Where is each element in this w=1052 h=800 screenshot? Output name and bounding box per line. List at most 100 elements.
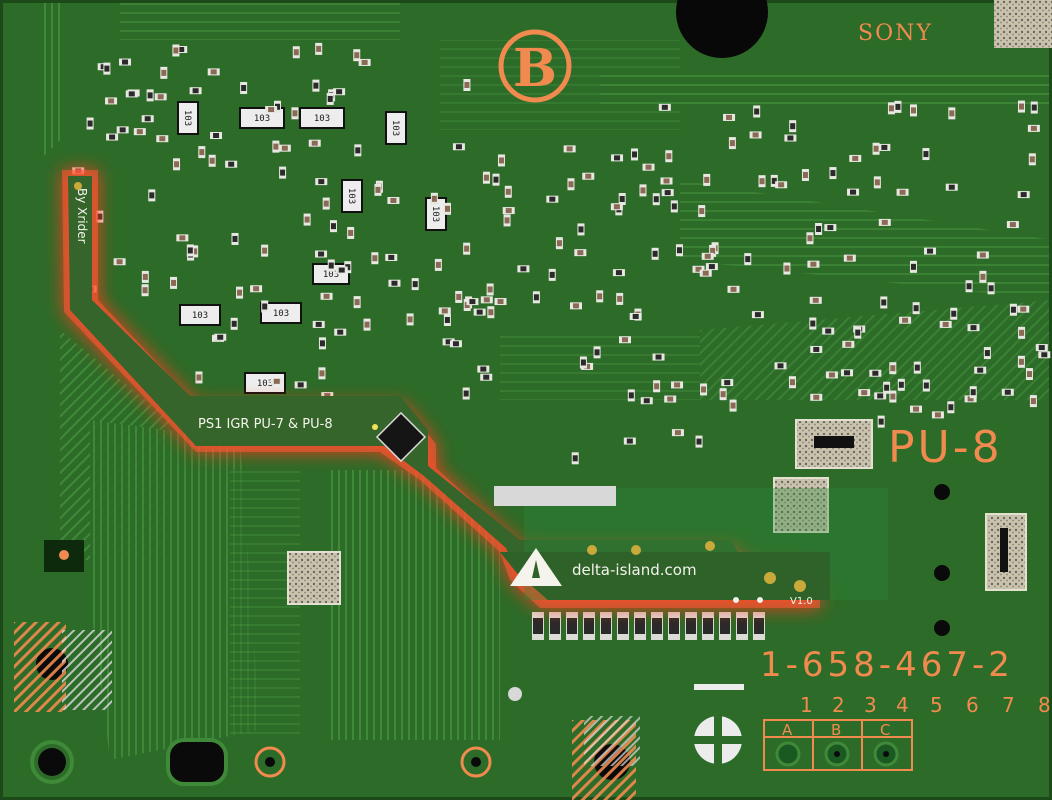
smd-part-body	[192, 88, 199, 94]
hatched-ground-zones	[14, 622, 640, 800]
smd-resistor-body	[703, 618, 713, 634]
smd-part-body	[845, 341, 852, 347]
smd-part-body	[231, 320, 237, 327]
smd-part-body	[988, 285, 994, 292]
smd-part-body	[1020, 192, 1027, 198]
smd-part-body	[632, 313, 639, 319]
smd-part-body	[142, 287, 148, 294]
smd-part-body	[1030, 125, 1037, 131]
smd-part-body	[789, 379, 795, 386]
smd-part-body	[951, 310, 957, 317]
smd-part-body	[626, 438, 633, 444]
smd-part-body	[493, 176, 499, 183]
smd-part-body	[661, 104, 668, 110]
smd-part-body	[914, 364, 920, 371]
smd-part-body	[666, 153, 672, 160]
smd-part-body	[292, 110, 298, 117]
smd-part-body	[1026, 371, 1032, 378]
smd-part-body	[388, 254, 395, 260]
pin-number: 2	[832, 693, 845, 717]
smd-part-body	[327, 95, 333, 102]
smd-part-body	[441, 308, 448, 314]
copper-traces	[40, 0, 1052, 760]
smd-part-body	[787, 135, 794, 141]
smd-part-body	[274, 103, 280, 110]
smd-part-body	[614, 155, 621, 161]
smd-part-body	[729, 140, 735, 147]
smd-resistor-body	[635, 618, 645, 634]
smd-part-body	[708, 264, 715, 270]
smd-part-body	[196, 374, 202, 381]
smd-part-body	[874, 179, 880, 186]
pin-number: 7	[1002, 693, 1015, 717]
smd-part-body	[391, 280, 398, 286]
smd-part-body	[846, 255, 853, 261]
smd-part-body	[585, 173, 592, 179]
jumper-label: B	[831, 721, 841, 739]
chip-marking: 103	[192, 311, 208, 321]
smd-part-body	[949, 110, 955, 117]
smd-part-body	[128, 91, 135, 97]
solder-points	[74, 182, 806, 603]
smd-part-body	[116, 259, 123, 265]
smd-part-body	[913, 406, 920, 412]
smd-part-body	[702, 270, 709, 276]
smd-part-body	[505, 208, 512, 214]
smd-resistor-body	[754, 618, 764, 634]
smd-part-body	[241, 85, 247, 92]
smd-part-body	[578, 226, 584, 233]
smd-part-body	[487, 286, 493, 293]
smd-part-body	[136, 129, 143, 135]
smd-components	[72, 42, 1051, 465]
smd-part-body	[364, 321, 370, 328]
smd-resistor-body	[737, 618, 747, 634]
smd-part-body	[213, 132, 220, 138]
flex-author-label: By Xrider	[75, 188, 89, 244]
resistor-array	[494, 470, 626, 506]
smd-part-body	[710, 247, 716, 254]
smd-part-body	[144, 116, 151, 122]
smd-part-body	[790, 123, 796, 130]
smd-part-body	[653, 196, 659, 203]
smd-part-body	[984, 350, 990, 357]
smd-part-body	[311, 140, 318, 146]
smd-part-body	[304, 216, 310, 223]
smd-part-body	[888, 105, 894, 112]
ic-chip	[375, 411, 427, 463]
smd-part-body	[844, 370, 851, 376]
smd-part-body	[355, 147, 361, 154]
pin-number: 5	[930, 693, 943, 717]
smd-part-body	[645, 164, 652, 170]
smd-part-body	[572, 455, 578, 462]
smd-part-body	[913, 305, 919, 312]
smd-part-body	[724, 380, 731, 386]
smd-part-body	[345, 264, 351, 271]
smd-part-body	[122, 59, 129, 65]
smd-part-body	[701, 386, 707, 393]
smd-part-body	[979, 252, 986, 258]
smd-part-body	[977, 367, 984, 373]
smd-part-body	[108, 98, 115, 104]
smd-part-body	[178, 47, 185, 53]
pin-number: 4	[896, 693, 909, 717]
via	[508, 687, 522, 701]
smd-resistor-body	[567, 618, 577, 634]
smd-part-body	[480, 366, 487, 372]
smd-part-body	[498, 157, 504, 164]
smd-part-body	[199, 149, 205, 156]
delta-logo-icon	[510, 548, 562, 586]
smd-part-body	[463, 390, 469, 397]
smd-part-body	[488, 309, 494, 316]
brand-logo-text: SONY	[858, 21, 933, 46]
pin-number: 1	[800, 693, 813, 717]
smd-part-body	[825, 328, 832, 334]
smd-part-body	[1030, 398, 1036, 405]
smd-part-body	[149, 192, 155, 199]
smd-resistor-body	[652, 618, 662, 634]
smd-part-body	[754, 312, 761, 318]
chip-marking: 103	[346, 188, 356, 204]
jumper-label: A	[782, 721, 793, 739]
smd-part-body	[174, 161, 180, 168]
smd-part-body	[676, 247, 682, 254]
